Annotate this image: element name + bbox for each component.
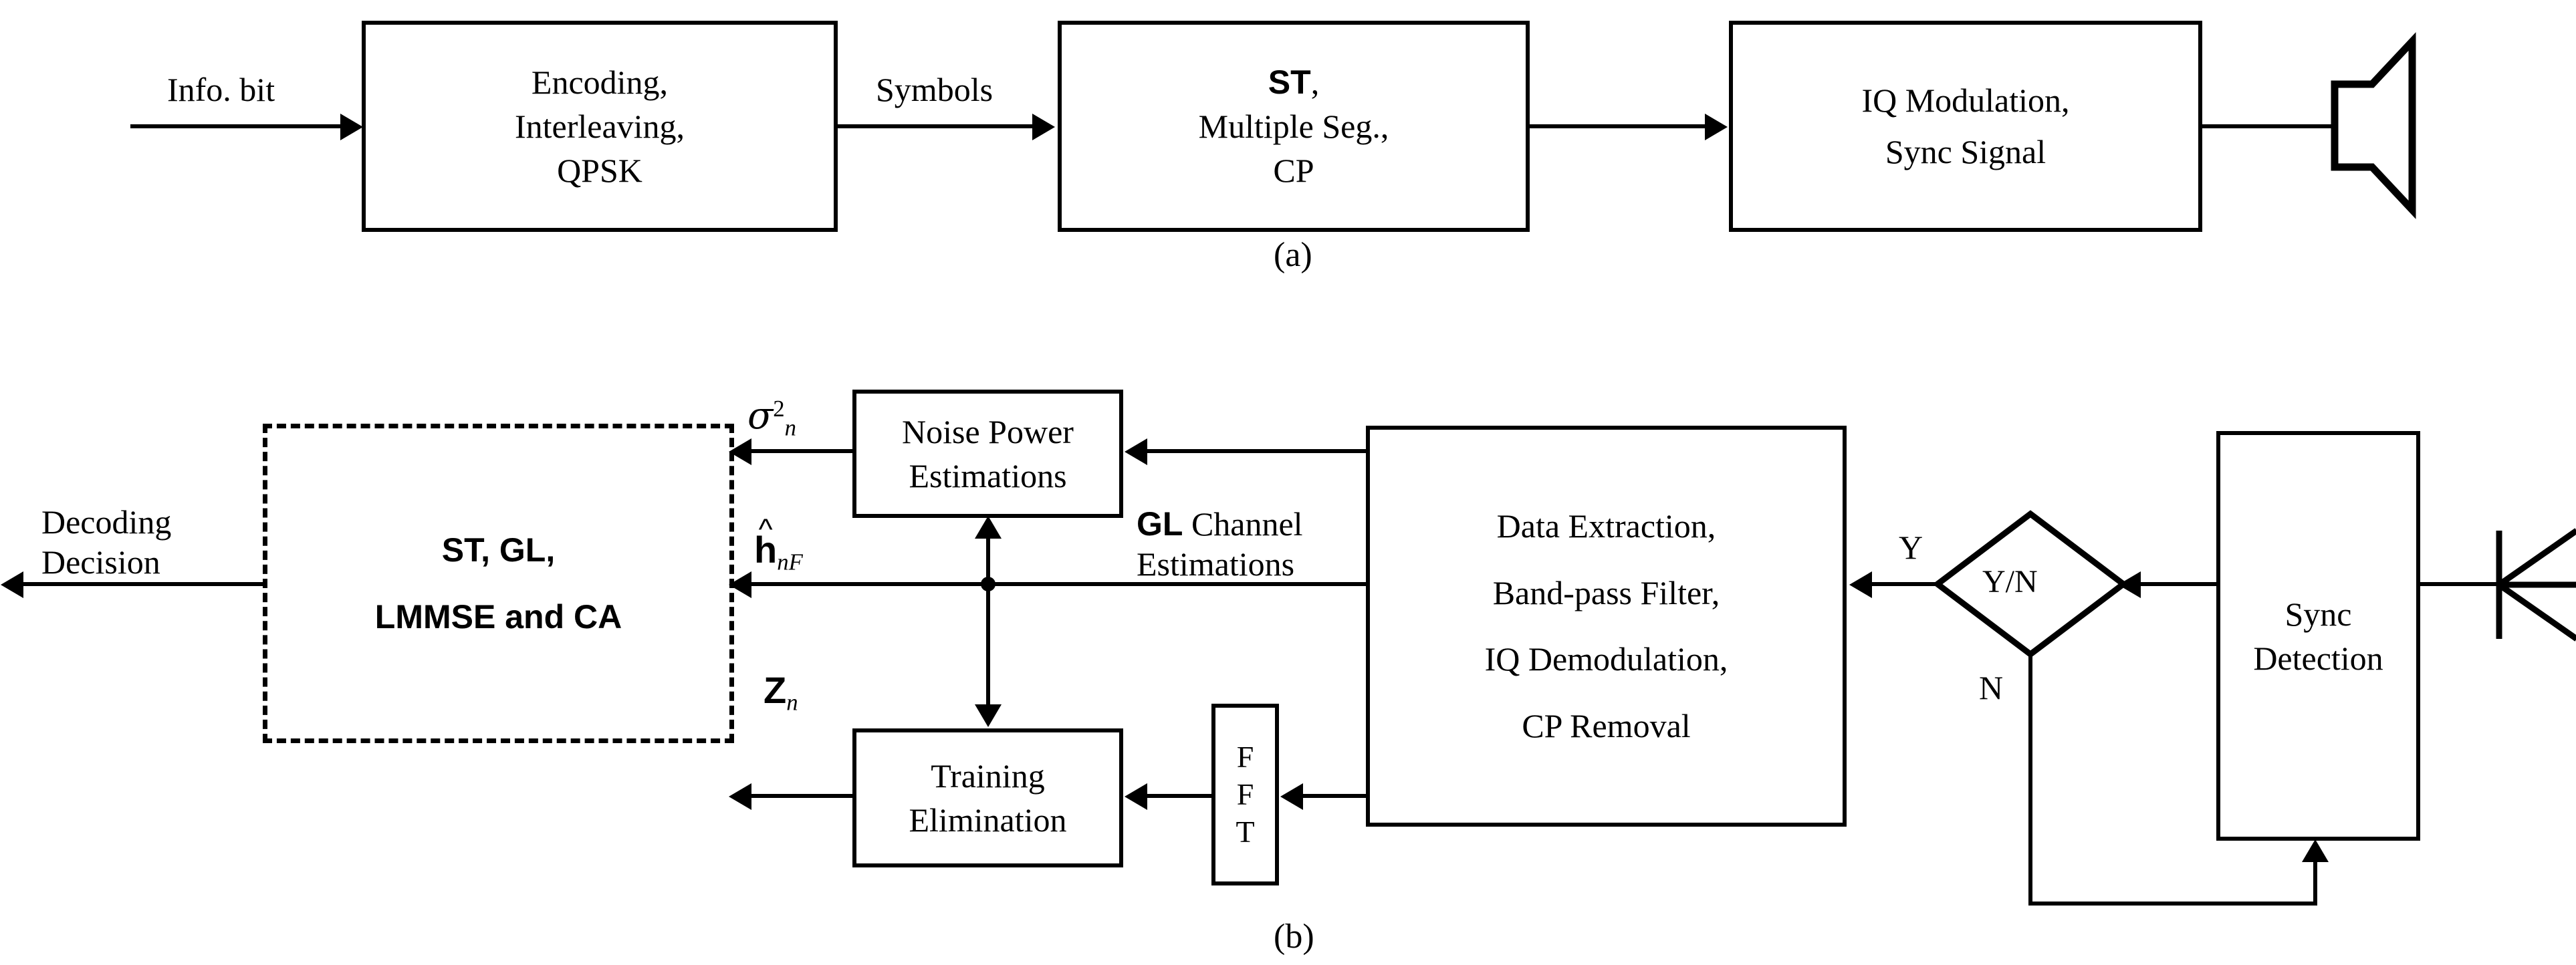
block-equalizer-line-1: ST, GL,	[441, 531, 556, 569]
label-channel-estimate: ^hnF	[754, 512, 803, 575]
receive-dipole-antenna	[2496, 528, 2576, 642]
fft-letter-2: F	[1236, 777, 1254, 811]
block-encoding-line-1: Encoding,	[531, 63, 669, 101]
block-iq-line-2: Sync Signal	[1885, 133, 2046, 170]
block-training-elimination[interactable]: Training Elimination	[852, 728, 1123, 867]
block-data-line-3: IQ Demodulation,	[1484, 640, 1728, 678]
caption-b: (b)	[1274, 918, 1314, 956]
block-st-multiple-seg-cp[interactable]: ST, Multiple Seg., CP	[1058, 21, 1530, 232]
arrow-line-noise-variance	[749, 449, 854, 453]
line-diamond-no-branch	[2028, 652, 2032, 906]
block-encoding-line-3: QPSK	[557, 152, 642, 189]
block-noise-line-1: Noise Power	[902, 413, 1074, 450]
gl-rest-text: Channel	[1183, 505, 1303, 543]
block-st-line-1: ST,	[1268, 60, 1319, 104]
sigma-superscript: 2	[773, 395, 785, 422]
block-sync-line-2: Detection	[2253, 639, 2383, 677]
arrow-line-post-training	[749, 794, 854, 798]
branch-line-up-to-noise	[986, 539, 990, 584]
hat-accent-icon: ^	[758, 512, 773, 546]
arrow-line-decoding-output	[23, 582, 264, 586]
arrow-head-to-iq-modulation	[1705, 114, 1728, 140]
block-training-line-1: Training	[931, 757, 1045, 795]
label-branch-yes: Y	[1899, 529, 1923, 566]
block-training-line-2: Elimination	[909, 801, 1067, 839]
block-fft[interactable]: F F T	[1211, 704, 1279, 885]
block-st-gl-lmmse-ca[interactable]: ST, GL, LMMSE and CA	[263, 424, 734, 743]
label-gl-channel-estimations-line2: Estimations	[1137, 545, 1295, 583]
label-post-training: Zn	[764, 668, 798, 716]
arrow-head-fft-to-training	[1125, 783, 1147, 810]
label-gl-channel-estimations: GL Channel	[1137, 505, 1303, 543]
arrow-head-up-to-noise	[975, 516, 1002, 539]
z-vector-symbol: Z	[764, 669, 787, 711]
block-st-line-2: Multiple Seg.,	[1198, 108, 1389, 145]
label-noise-variance: σ2n	[747, 394, 796, 441]
block-data-line-1: Data Extraction,	[1496, 507, 1716, 545]
link-label-symbols: Symbols	[876, 71, 993, 108]
output-label-decoding: Decoding	[41, 503, 172, 541]
line-antenna-to-sync	[2420, 582, 2527, 586]
arrow-head-down-to-training	[975, 704, 1002, 727]
h-subscript: nF	[777, 549, 803, 575]
line-feedback-up-to-sync	[2313, 862, 2317, 904]
arrow-head-info-bit	[340, 114, 363, 140]
block-equalizer-line-2: LMMSE and CA	[374, 598, 622, 636]
block-iq-line-1: IQ Modulation,	[1861, 81, 2070, 119]
arrow-head-sync-to-diamond	[2118, 571, 2141, 598]
sigma-subscript: n	[784, 414, 796, 441]
block-sync-detection[interactable]: Sync Detection	[2216, 431, 2420, 841]
arrow-head-post-training	[729, 783, 751, 810]
h-vector-symbol: ^h	[754, 512, 778, 571]
block-iq-modulation-sync-signal[interactable]: IQ Modulation, Sync Signal	[1729, 21, 2202, 232]
line-feedback-bottom	[2028, 902, 2317, 906]
branch-line-down-to-training	[986, 584, 990, 706]
block-noise-power-estimations[interactable]: Noise Power Estimations	[852, 390, 1123, 518]
block-noise-line-2: Estimations	[909, 457, 1067, 495]
block-data-extraction[interactable]: Data Extraction, Band-pass Filter, IQ De…	[1366, 426, 1847, 827]
label-branch-no: N	[1979, 669, 2004, 706]
arrow-line-data-to-noise	[1145, 449, 1367, 453]
arrow-head-decoding-output	[1, 571, 23, 598]
arrow-line-info-bit	[130, 124, 344, 128]
arrow-line-to-iq-modulation	[1530, 124, 1708, 128]
line-diamond-yes-exit	[1869, 582, 1939, 586]
input-label-info-bit: Info. bit	[167, 71, 275, 108]
block-encoding-interleaving-qpsk[interactable]: Encoding, Interleaving, QPSK	[362, 21, 838, 232]
block-st-bold-st: ST	[1268, 63, 1311, 101]
gl-bold-text: GL	[1137, 505, 1183, 543]
arrow-head-data-to-noise	[1125, 438, 1147, 465]
block-st-comma: ,	[1310, 63, 1320, 101]
arrow-line-channel-estimate	[749, 582, 1367, 586]
z-subscript: n	[786, 689, 798, 716]
arrow-head-yes-to-data	[1849, 571, 1872, 598]
decision-diamond-label: Y/N	[1982, 564, 2038, 599]
arrow-line-sync-to-diamond	[2138, 582, 2218, 586]
block-data-line-2: Band-pass Filter,	[1492, 573, 1720, 611]
block-sync-line-1: Sync	[2285, 595, 2352, 633]
arrow-line-symbols	[838, 124, 1035, 128]
line-to-transmit-antenna	[2202, 124, 2341, 128]
output-label-decision: Decision	[41, 543, 160, 581]
caption-a: (a)	[1274, 236, 1312, 274]
fft-letter-3: T	[1236, 815, 1255, 849]
arrow-head-data-to-fft	[1280, 783, 1303, 810]
block-data-line-4: CP Removal	[1522, 706, 1691, 744]
sigma-symbol: σ	[747, 394, 774, 438]
arrow-head-noise-variance	[729, 438, 751, 465]
fft-letter-1: F	[1236, 739, 1254, 774]
block-st-line-3: CP	[1273, 152, 1314, 189]
block-encoding-line-2: Interleaving,	[514, 108, 685, 145]
arrow-line-data-to-fft	[1300, 794, 1367, 798]
arrow-head-channel-estimate	[729, 571, 751, 598]
transmit-horn-antenna	[2331, 32, 2416, 219]
arrow-line-fft-to-training	[1145, 794, 1213, 798]
arrow-head-feedback-to-sync	[2302, 839, 2329, 862]
arrow-head-symbols	[1032, 114, 1055, 140]
